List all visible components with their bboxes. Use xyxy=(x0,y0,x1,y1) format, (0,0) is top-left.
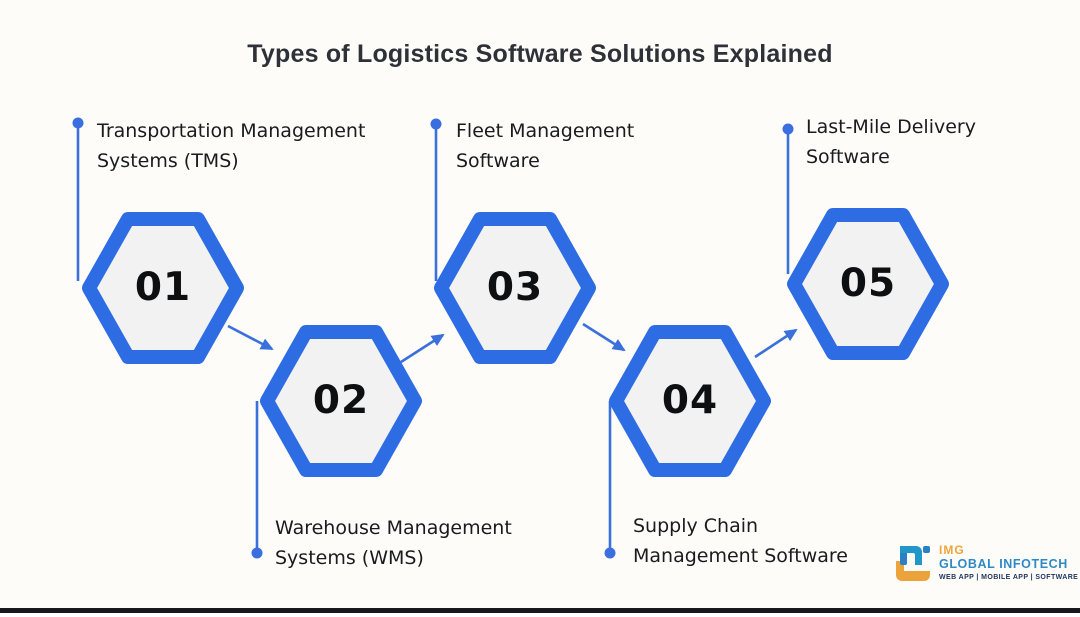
label-last-mile-delivery-software: Last-Mile Delivery Software xyxy=(806,112,976,172)
hexagon-shape xyxy=(82,212,244,364)
arrow-step4-to-step5 xyxy=(754,328,798,359)
label-warehouse-management-systems: Warehouse Management Systems (WMS) xyxy=(275,513,512,573)
label-supply-chain-management-software: Supply Chain Management Software xyxy=(633,511,848,571)
label-fleet-management-software: Fleet Management Software xyxy=(456,116,634,176)
hexagon-step-5: 05 xyxy=(785,203,951,365)
step-number-1: 01 xyxy=(134,264,192,310)
label-line-1: Fleet Management xyxy=(456,120,635,142)
arrow-step3-to-step4 xyxy=(582,322,626,352)
footer-white-strip xyxy=(0,613,1080,617)
label-line-1: Last-Mile Delivery xyxy=(806,116,976,138)
img-global-infotech-logo-icon xyxy=(896,546,930,581)
page-title: Types of Logistics Software Solutions Ex… xyxy=(247,40,833,68)
logo-brand-text: IMG xyxy=(939,543,965,557)
connector-dot-step1 xyxy=(72,117,84,129)
hexagon-step-1: 01 xyxy=(80,207,246,369)
hexagon-shape xyxy=(260,325,422,477)
connector-dot-step4 xyxy=(604,547,616,559)
connector-dot-step5 xyxy=(782,123,794,135)
hexagon-step-3: 03 xyxy=(432,207,598,369)
label-line-2: Systems (TMS) xyxy=(97,150,239,172)
hexagon-shape xyxy=(609,325,771,477)
footer-divider-bar xyxy=(0,608,1080,613)
label-line-2: Software xyxy=(806,146,890,168)
hexagon-step-4: 04 xyxy=(607,320,773,482)
label-line-1: Warehouse Management xyxy=(275,517,512,539)
step-number-2: 02 xyxy=(312,377,370,423)
label-line-1: Transportation Management xyxy=(97,120,366,142)
hexagon-shape xyxy=(434,212,596,364)
arrow-step1-to-step2 xyxy=(227,324,274,351)
step-number-5: 05 xyxy=(839,260,897,306)
label-line-2: Systems (WMS) xyxy=(275,547,424,569)
step-number-3: 03 xyxy=(486,264,544,310)
hexagon-shape xyxy=(787,208,949,360)
logo-company-text: GLOBAL INFOTECH xyxy=(939,557,1068,571)
step-number-4: 04 xyxy=(661,377,719,423)
label-line-2: Software xyxy=(456,150,540,172)
hexagon-step-2: 02 xyxy=(258,320,424,482)
img-global-infotech-logo: IMG GLOBAL INFOTECH WEB APP | MOBILE APP… xyxy=(893,543,1078,583)
connector-dot-step2 xyxy=(251,547,263,559)
logo-tagline-text: WEB APP | MOBILE APP | SOFTWARE xyxy=(939,574,1079,581)
label-line-1: Supply Chain xyxy=(633,515,759,537)
label-line-2: Management Software xyxy=(633,545,848,567)
label-transportation-management-systems: Transportation Management Systems (TMS) xyxy=(97,116,365,176)
arrow-step2-to-step3 xyxy=(400,333,445,364)
connector-dot-step3 xyxy=(430,118,442,130)
